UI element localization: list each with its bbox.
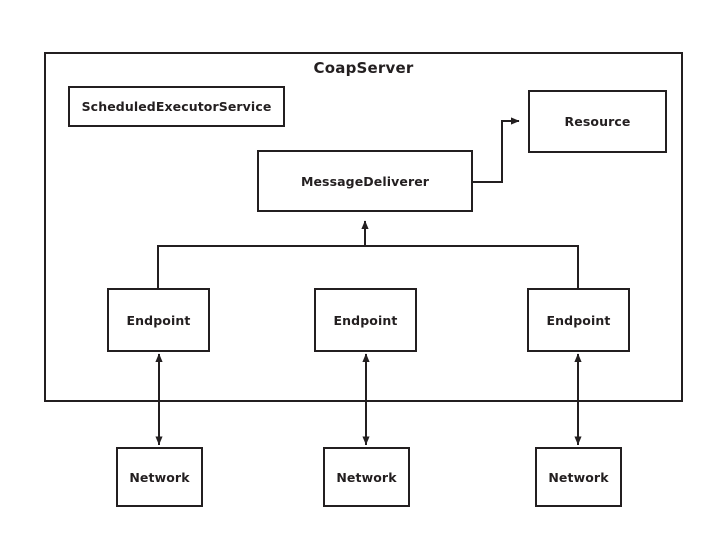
endpoint-bus-horizontal bbox=[157, 245, 579, 288]
endpoint-1-box[interactable] bbox=[107, 288, 210, 352]
message-deliverer-box[interactable] bbox=[257, 150, 473, 212]
scheduled-executor-service-box[interactable] bbox=[68, 86, 285, 127]
endpoint-3-box[interactable] bbox=[527, 288, 630, 352]
endpoint-2-box[interactable] bbox=[314, 288, 417, 352]
network-2-box[interactable] bbox=[323, 447, 410, 507]
resource-box[interactable] bbox=[528, 90, 667, 153]
network-3-box[interactable] bbox=[535, 447, 622, 507]
network-1-box[interactable] bbox=[116, 447, 203, 507]
message-deliverer-to-resource-arrow bbox=[473, 117, 520, 183]
coapserver-title: CoapServer bbox=[313, 59, 414, 77]
